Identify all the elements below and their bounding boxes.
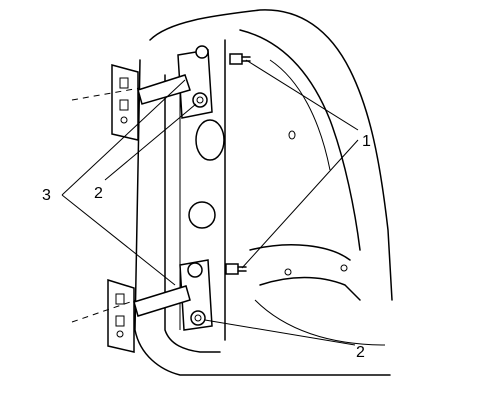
panel-holes: [188, 119, 348, 276]
callout-1: 1: [362, 133, 371, 150]
lower-hinge: [133, 259, 213, 331]
lower-bolt: [225, 263, 247, 275]
leader-lines: [61, 59, 359, 346]
upper-hinge: [137, 45, 213, 119]
lower-hinge-body-bracket: [107, 278, 135, 353]
hinge-centerlines: [71, 87, 141, 323]
callout-2-lower: 2: [356, 344, 365, 361]
upper-hinge-body-bracket: [111, 64, 139, 141]
callout-2-upper: 2: [94, 185, 103, 202]
callout-3: 3: [42, 187, 51, 204]
door-panel: [134, 9, 393, 376]
upper-bolt: [229, 53, 251, 65]
